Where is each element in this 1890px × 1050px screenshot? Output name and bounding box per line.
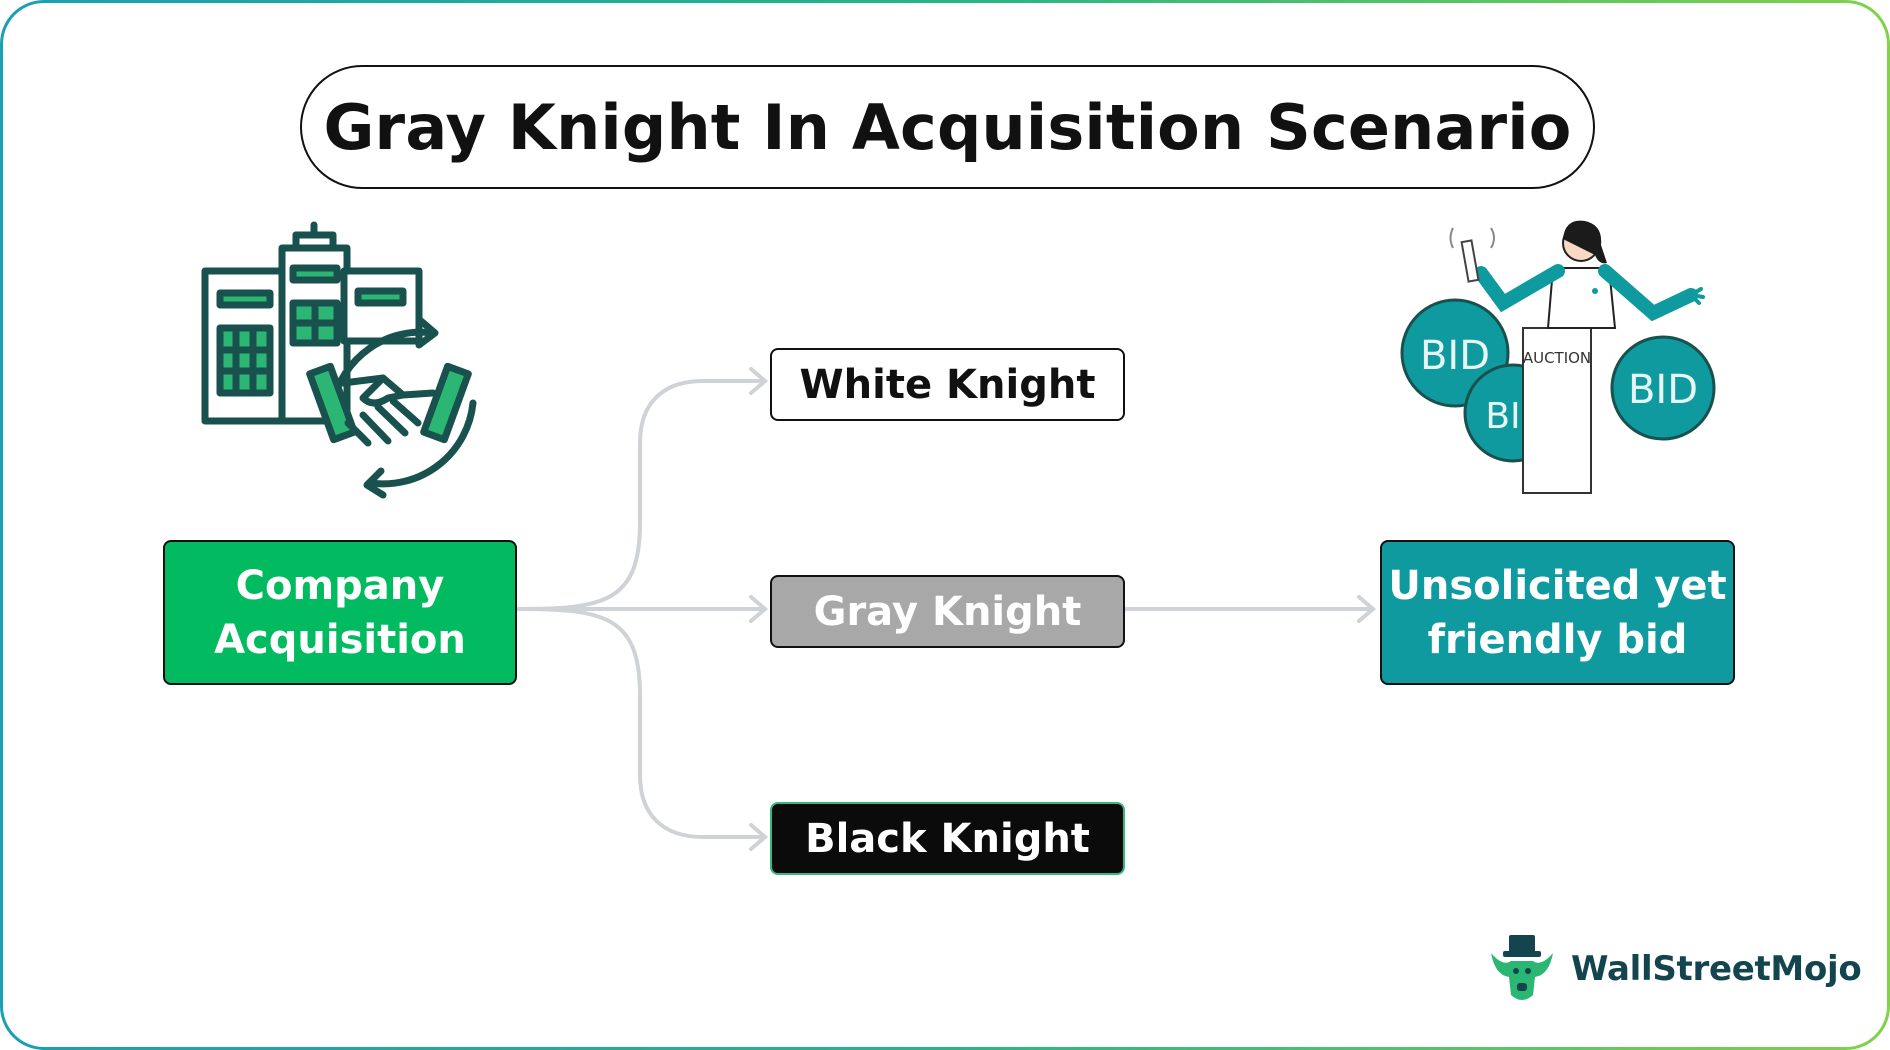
arrowhead-black <box>749 823 769 851</box>
acquisition-illustration: BID BI BID AUCTION <box>201 220 1716 499</box>
brand-name: WallStreetMojo <box>1571 949 1862 989</box>
svg-text:BI: BI <box>1485 396 1520 437</box>
bid-sign-right: BID <box>1610 335 1716 441</box>
connector-company-white <box>515 379 767 611</box>
buildings-handshake-icon <box>201 221 477 499</box>
node-company-label: Company Acquisition <box>214 562 466 663</box>
arrowhead-gray <box>749 595 769 623</box>
page-title: Gray Knight In Acquisition Scenario <box>300 65 1595 189</box>
svg-text:BID: BID <box>1420 333 1490 379</box>
auction-podium <box>1522 327 1592 494</box>
node-company-acquisition: Company Acquisition <box>163 540 517 685</box>
brand-logo: WallStreetMojo <box>1483 933 1862 1005</box>
connector-lines <box>515 367 1377 851</box>
node-black-knight-label: Black Knight <box>805 815 1090 862</box>
auctioneer-figure <box>1449 220 1705 329</box>
node-gray-knight: Gray Knight <box>770 575 1125 648</box>
arrowhead-outcome <box>1357 595 1377 623</box>
svg-text:BID: BID <box>1628 367 1698 413</box>
arrowhead-white <box>749 367 769 395</box>
connector-company-black <box>515 607 767 839</box>
node-white-knight-label: White Knight <box>799 361 1096 408</box>
node-white-knight: White Knight <box>770 348 1125 421</box>
card: Gray Knight In Acquisition Scenario <box>3 3 1887 1047</box>
bull-mascot-icon <box>1491 935 1553 1000</box>
svg-text:AUCTION: AUCTION <box>1523 349 1591 367</box>
node-unsolicited-bid-label: Unsolicited yet friendly bid <box>1388 562 1727 663</box>
auction-illustration: BID BI BID AUCTION <box>1400 220 1716 494</box>
node-gray-knight-label: Gray Knight <box>813 588 1082 635</box>
node-black-knight: Black Knight <box>770 802 1125 875</box>
node-unsolicited-bid: Unsolicited yet friendly bid <box>1380 540 1735 685</box>
